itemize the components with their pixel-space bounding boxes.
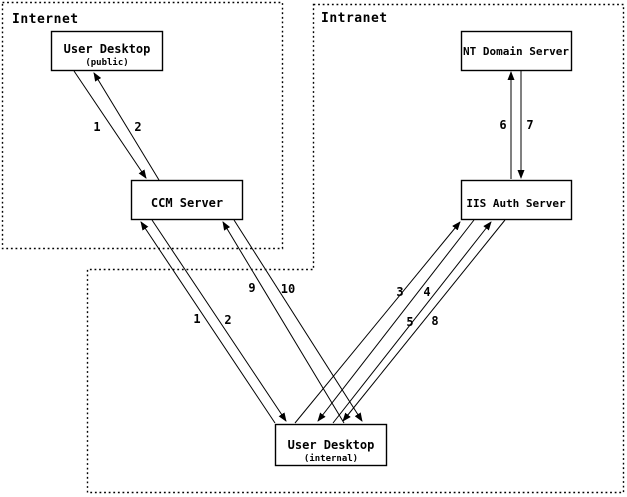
node-nt-domain-server: NT Domain Server [460,30,573,72]
node-iis-auth-server: IIS Auth Server [460,179,573,221]
user-desktop-internal-title: User Desktop [288,438,375,452]
flow-internal-desktop-to-ccm-b [222,221,345,424]
ccm-server-title: CCM Server [151,196,223,210]
nt-domain-server-title: NT Domain Server [463,45,569,58]
flow-label-6: 6 [499,118,506,132]
ccm-server-box [130,179,244,221]
flow-label-7: 7 [526,118,533,132]
internet-zone-label: Internet [12,12,79,27]
user-desktop-internal-subtitle: (internal) [304,453,358,464]
flow-internal-desktop-to-ccm [140,221,276,424]
flow-ccm-to-internal-desktop [151,219,287,422]
flow-label-internal-1: 1 [193,312,200,326]
flow-label-4: 4 [423,285,430,299]
flow-label-public-1: 1 [93,120,100,134]
flow-public-desktop-to-ccm [73,70,147,179]
node-ccm-server: CCM Server [130,179,244,221]
flow-label-internal-2: 2 [224,313,231,327]
user-desktop-public-subtitle: (public) [85,57,128,68]
intranet-zone-border [86,3,625,494]
node-user-desktop-internal: User Desktop (internal) [274,423,388,467]
iis-auth-server-box [460,179,573,221]
user-desktop-internal-box [274,423,388,467]
flow-label-3: 3 [396,285,403,299]
flow-internal-desktop-to-iis-b [332,221,492,424]
user-desktop-public-title: User Desktop [64,42,151,56]
flow-label-5: 5 [406,315,413,329]
flow-label-public-2: 2 [134,120,141,134]
flow-label-8: 8 [431,314,438,328]
flow-iis-to-internal-desktop-b [342,219,506,422]
flow-label-9: 9 [248,281,255,295]
iis-auth-server-title: IIS Auth Server [466,197,566,210]
flow-ccm-to-internal-desktop-b [233,219,363,422]
intranet-zone-label: Intranet [321,11,388,26]
user-desktop-public-box [50,30,164,72]
flow-internal-desktop-to-iis-a [294,221,461,424]
flow-label-10: 10 [281,282,295,296]
nt-domain-server-box [460,30,573,72]
flow-iis-to-internal-desktop-a [317,219,475,422]
node-user-desktop-public: User Desktop (public) [50,30,164,72]
flow-ccm-to-public-desktop [93,72,160,181]
